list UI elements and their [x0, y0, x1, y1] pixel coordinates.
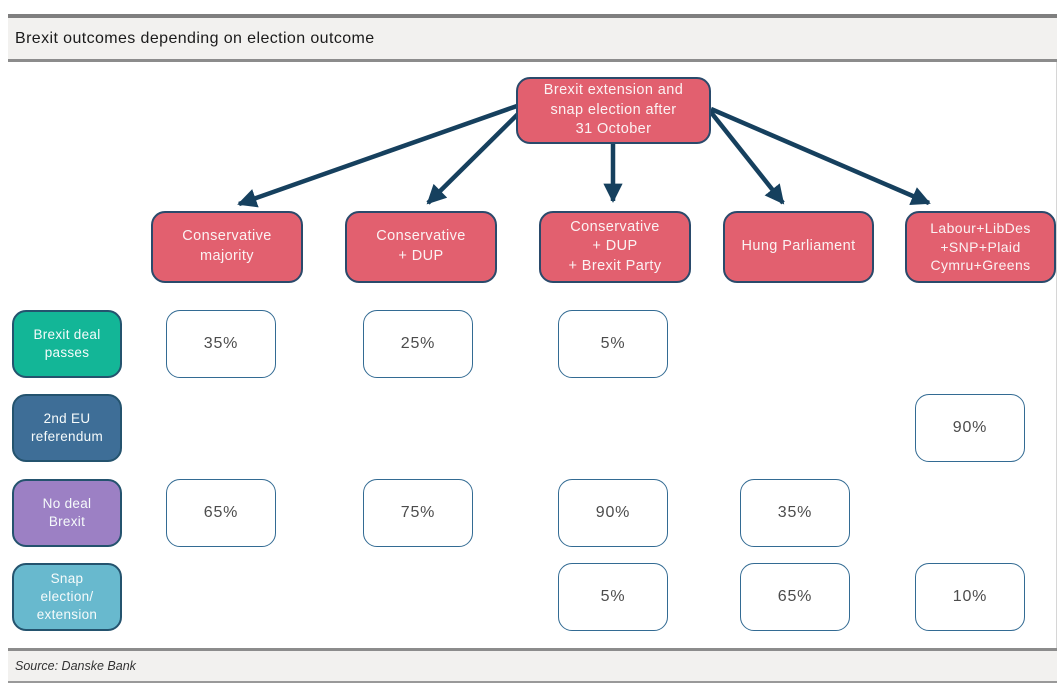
chart-header: Brexit outcomes depending on election ou… [8, 14, 1057, 62]
row-label-brexit-deal-passes: Brexit deal passes [12, 310, 122, 378]
probability-cell: 5% [558, 310, 668, 378]
page-title: Brexit outcomes depending on election ou… [15, 29, 375, 47]
arrow-root-to-hung-parliament [704, 104, 785, 205]
column-node-conservative-majority: Conservative majority [151, 211, 303, 283]
column-node-hung-parliament: Hung Parliament [723, 211, 874, 283]
arrow-root-to-conservative-dup [426, 109, 523, 205]
row-label-snap-election-extension: Snap election/ extension [12, 563, 122, 631]
source-attribution: Source: Danske Bank [15, 659, 136, 673]
column-node-labour-coalition: Labour+LibDes +SNP+Plaid Cymru+Greens [905, 211, 1056, 283]
chart-footer: Source: Danske Bank [8, 648, 1057, 683]
probability-cell: 10% [915, 563, 1025, 631]
probability-cell: 90% [915, 394, 1025, 462]
arrow-root-to-conservative-majority [237, 103, 518, 208]
root-node-brexit-extension: Brexit extension and snap election after… [516, 77, 711, 144]
probability-cell: 35% [166, 310, 276, 378]
probability-cell: 65% [740, 563, 850, 631]
row-label-2nd-eu-referendum: 2nd EU referendum [12, 394, 122, 462]
probability-cell: 25% [363, 310, 473, 378]
decision-tree-diagram: Brexit extension and snap election after… [8, 62, 1057, 648]
probability-cell: 35% [740, 479, 850, 547]
probability-cell: 65% [166, 479, 276, 547]
column-node-conservative-dup-brexit-party: Conservative + DUP + Brexit Party [539, 211, 691, 283]
column-node-conservative-dup: Conservative + DUP [345, 211, 497, 283]
row-label-no-deal-brexit: No deal Brexit [12, 479, 122, 547]
chart-panel: Brexit outcomes depending on election ou… [8, 14, 1057, 685]
arrow-root-to-labour-coalition [710, 106, 931, 206]
probability-cell: 5% [558, 563, 668, 631]
probability-cell: 90% [558, 479, 668, 547]
probability-cell: 75% [363, 479, 473, 547]
